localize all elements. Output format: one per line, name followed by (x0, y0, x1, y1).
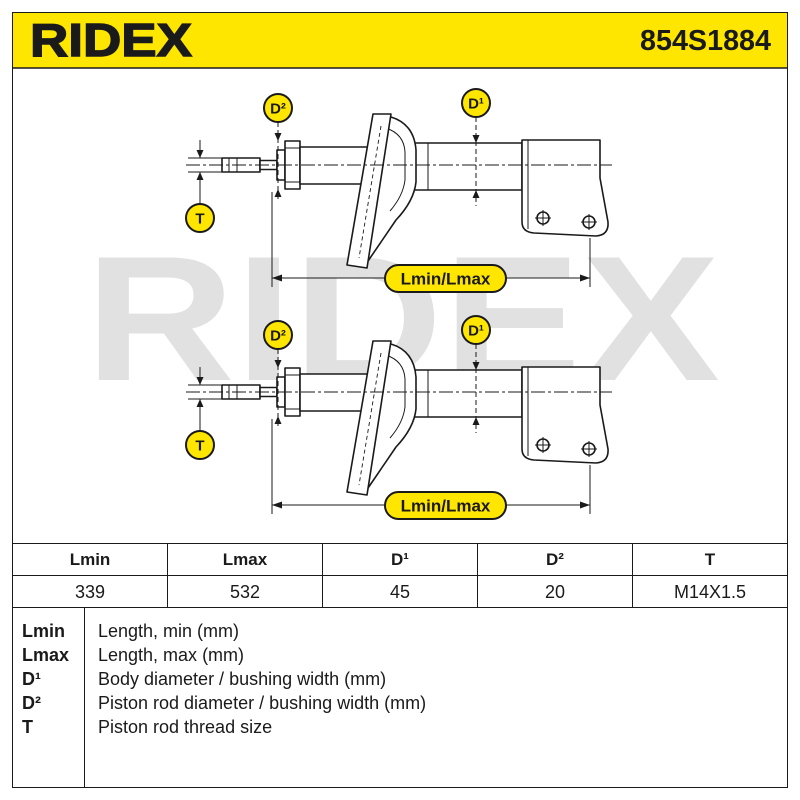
top-mount-detail (285, 147, 300, 183)
strut-body (404, 369, 523, 418)
label-d1: D¹ (461, 315, 491, 345)
top-mount-bushing (284, 140, 301, 190)
legend-description: Piston rod diameter / bushing width (mm) (98, 693, 427, 713)
brand-logo: RIDEX (30, 14, 192, 66)
label-d1-text: D¹ (468, 323, 484, 340)
label-d1: D¹ (461, 88, 491, 118)
legend-description: Piston rod thread size (98, 717, 273, 737)
value-d2: 20 (477, 575, 633, 608)
label-d2: D² (263, 320, 293, 350)
label-t: T (185, 203, 215, 233)
spec-table: Lmin Lmax D¹ D² T 339 532 45 20 M14X1.5 (12, 543, 788, 608)
legend-key: Lmax (22, 645, 70, 665)
label-length: Lmin/Lmax (384, 264, 507, 293)
shock-absorber-drawing (186, 340, 612, 496)
label-d2-badge (263, 320, 293, 350)
legend-key: Lmin (22, 621, 65, 641)
label-length-pill (384, 264, 507, 293)
col-header-lmax: Lmax (167, 543, 323, 576)
thread-extension-lines (188, 157, 222, 173)
thread-extension-lines (188, 384, 222, 400)
label-length-text: Lmin/Lmax (401, 270, 491, 289)
legend-key: T (22, 717, 33, 737)
strut-view-upper: D² D¹ T Lmin/Lmax (185, 88, 612, 293)
shock-absorber-drawing (186, 113, 612, 269)
legend-description: Length, min (mm) (98, 621, 240, 641)
table-header-row: Lmin Lmax D¹ D² T (12, 543, 788, 576)
value-t: M14X1.5 (632, 575, 788, 608)
value-lmax: 532 (167, 575, 323, 608)
spring-seat-plate (346, 113, 392, 269)
legend-key: D¹ (22, 669, 41, 689)
legend-description: Body diameter / bushing width (mm) (98, 669, 387, 689)
col-header-t: T (632, 543, 788, 576)
label-d2-badge (263, 93, 293, 123)
label-length-text: Lmin/Lmax (401, 497, 491, 516)
header-band (12, 12, 788, 68)
label-d1-text: D¹ (468, 96, 484, 113)
col-header-d1: D¹ (322, 543, 478, 576)
label-d1-badge (461, 315, 491, 345)
spring-seat-plate (346, 340, 392, 496)
label-length: Lmin/Lmax (384, 491, 507, 520)
thread-arrows (196, 150, 204, 180)
col-header-lmin: Lmin (12, 543, 168, 576)
top-mount-bushing (284, 367, 301, 417)
value-d1: 45 (322, 575, 478, 608)
label-d1-badge (461, 88, 491, 118)
label-length-pill (384, 491, 507, 520)
strut-view-lower: D² D¹ T Lmin/Lmax (185, 315, 612, 520)
part-number: 854S1884 (640, 25, 771, 57)
length-extension-lines (271, 192, 591, 287)
thread-arrows (196, 377, 204, 407)
spring-seat-hidden-line (358, 352, 382, 486)
legend: Lmin Lmax D¹ D² T Length, min (mm) Lengt… (12, 607, 788, 788)
label-d2-text: D² (270, 328, 286, 345)
spring-seat-cup-inner (385, 354, 406, 439)
drawing-canvas: RIDEX 854S1884 RIDEX (12, 12, 788, 520)
table-row: 339 532 45 20 M14X1.5 (12, 575, 788, 608)
mounting-hole-crosshair (535, 210, 597, 230)
spring-seat-hidden-line (358, 125, 382, 259)
top-mount-detail (285, 374, 300, 410)
label-d2-text: D² (270, 101, 286, 118)
label-t-text: T (195, 211, 204, 228)
legend-descriptions: Length, min (mm) Length, max (mm) Body d… (85, 607, 788, 788)
spring-seat-cup-inner (385, 127, 406, 212)
col-header-d2: D² (477, 543, 633, 576)
label-t-badge (185, 203, 215, 233)
strut-body (404, 142, 523, 191)
legend-key: D² (22, 693, 41, 713)
mounting-hole-crosshair (535, 437, 597, 457)
label-t-text: T (195, 438, 204, 455)
value-lmin: 339 (12, 575, 168, 608)
length-extension-lines (271, 419, 591, 514)
legend-keys: Lmin Lmax D¹ D² T (12, 607, 85, 788)
label-t: T (185, 430, 215, 460)
label-d2: D² (263, 93, 293, 123)
label-t-badge (185, 430, 215, 460)
legend-description: Length, max (mm) (98, 645, 245, 665)
